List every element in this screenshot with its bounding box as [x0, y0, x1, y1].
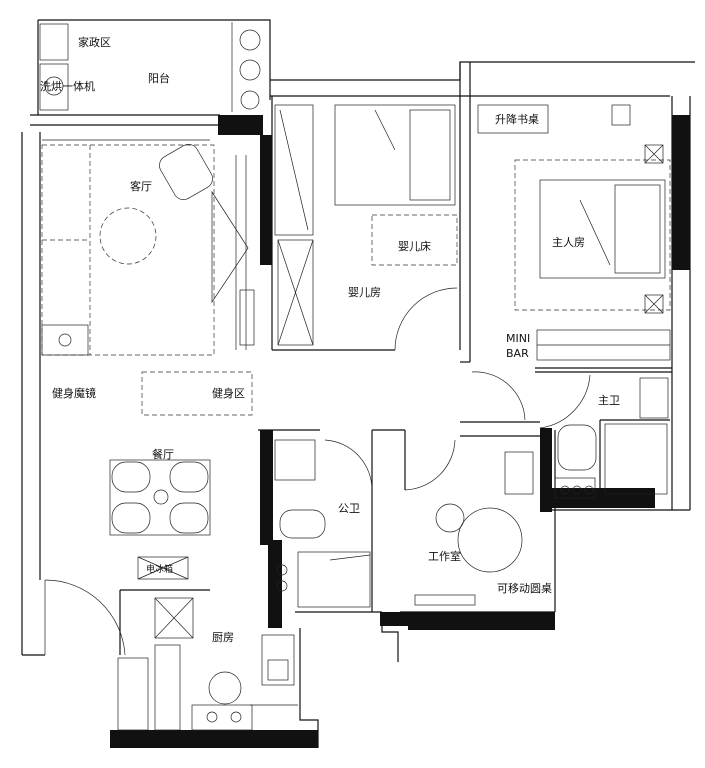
master-bedroom-furniture	[477, 104, 671, 361]
label-dining-room: 餐厅	[152, 447, 174, 461]
label-studio: 工作室	[428, 549, 461, 563]
front-door-swing	[44, 579, 126, 656]
label-lift-desk: 升降书桌	[495, 112, 539, 126]
label-kitchen: 厨房	[212, 631, 234, 644]
label-washer-dryer: 洗烘一体机	[40, 79, 95, 93]
plant-icon	[240, 90, 260, 110]
label-movable-round-table: 可移动圆桌	[497, 582, 552, 595]
studio-furniture	[404, 439, 534, 606]
label-mini: MINI	[506, 332, 530, 345]
room-labels: 家政区 洗烘一体机 阳台 客厅 婴儿床 婴儿房 升降书桌 主人房 MINI BA…	[40, 35, 620, 644]
flower-icon	[153, 489, 169, 505]
label-fitness-mirror: 健身魔镜	[52, 386, 96, 400]
interior-walls	[119, 62, 672, 655]
label-nursery: 婴儿房	[348, 286, 381, 299]
outer-walls	[21, 19, 695, 748]
label-master-bedroom: 主人房	[552, 236, 585, 249]
label-public-bath: 公卫	[338, 502, 360, 515]
kitchen-fixtures	[117, 597, 298, 731]
label-fitness-area: 健身区	[212, 386, 245, 400]
label-master-bath: 主卫	[598, 394, 620, 407]
solid-walls	[110, 115, 690, 748]
plant-icon	[239, 29, 261, 51]
label-crib: 婴儿床	[398, 239, 431, 253]
plant-icon	[239, 59, 261, 81]
public-bath-fixtures	[274, 439, 373, 608]
label-fridge: 电冰箱	[146, 563, 173, 575]
label-housekeeping: 家政区	[78, 35, 111, 49]
living-room-furniture	[41, 139, 255, 356]
label-living-room: 客厅	[130, 179, 152, 193]
label-balcony: 阳台	[148, 71, 170, 85]
label-bar: BAR	[506, 347, 529, 360]
dining-furniture	[109, 459, 211, 580]
fitness-area-outline	[141, 371, 253, 416]
balcony-fixtures	[39, 22, 261, 112]
master-bath-fixtures	[471, 371, 669, 499]
nursery-furniture	[274, 104, 458, 351]
